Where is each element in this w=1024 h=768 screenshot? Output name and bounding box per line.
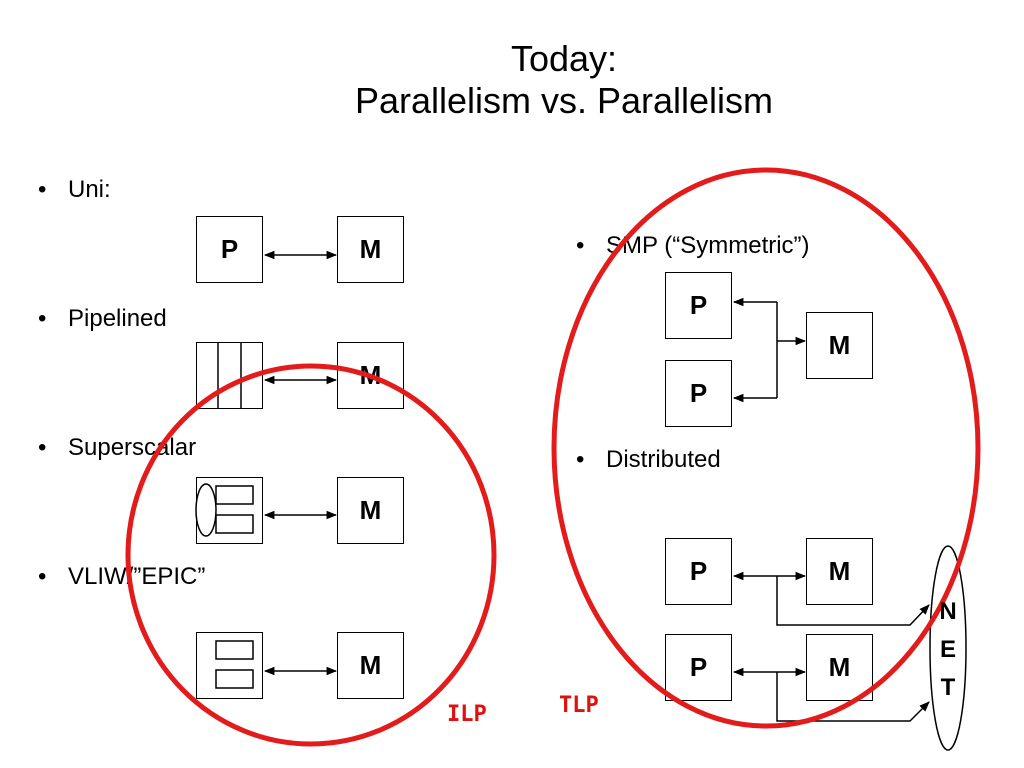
- title-line-2: Parallelism vs. Parallelism: [354, 80, 774, 121]
- slide-title: Today: Parallelism vs. Parallelism: [0, 38, 1024, 122]
- vliw-unit-1: [215, 640, 254, 660]
- bullet-smp: •SMP (“Symmetric”): [576, 232, 810, 259]
- net-letter-n: N: [939, 598, 957, 625]
- bullet-distributed: •Distributed: [576, 446, 721, 473]
- superscalar-oval: [195, 483, 217, 537]
- tlp-label: TLP: [559, 693, 599, 718]
- net-letter-e: E: [939, 636, 956, 663]
- superscalar-unit-1: [215, 485, 254, 505]
- distributed-net-link-1: [776, 576, 930, 626]
- title-line-1: Today:: [510, 38, 618, 79]
- net-letter-t: T: [940, 674, 956, 701]
- distributed-memory-box-1: M: [806, 538, 873, 605]
- distributed-processor-box-1: P: [665, 538, 732, 605]
- ilp-label: ILP: [447, 702, 487, 727]
- bullet-vliw-epic: •VLIW/”EPIC”: [38, 563, 206, 590]
- smp-processor-box-2: P: [665, 360, 732, 427]
- ilp-circle: [125, 363, 497, 747]
- vliw-unit-2: [215, 669, 254, 689]
- distributed-processor-box-2: P: [665, 634, 732, 701]
- smp-processor-box-1: P: [665, 272, 732, 339]
- distributed-net-link-2: [776, 672, 930, 722]
- smp-memory-box: M: [806, 312, 873, 379]
- vliw-memory-box: M: [337, 632, 404, 699]
- bullet-pipelined: •Pipelined: [38, 305, 167, 332]
- superscalar-unit-2: [215, 514, 254, 534]
- uni-processor-box: P: [196, 216, 263, 283]
- tlp-circle: [551, 167, 981, 729]
- uni-memory-box: M: [337, 216, 404, 283]
- net-oval: [929, 545, 967, 751]
- superscalar-memory-box: M: [337, 477, 404, 544]
- distributed-memory-box-2: M: [806, 634, 873, 701]
- bullet-superscalar: •Superscalar: [38, 434, 197, 461]
- bullet-uni: •Uni:: [38, 176, 111, 203]
